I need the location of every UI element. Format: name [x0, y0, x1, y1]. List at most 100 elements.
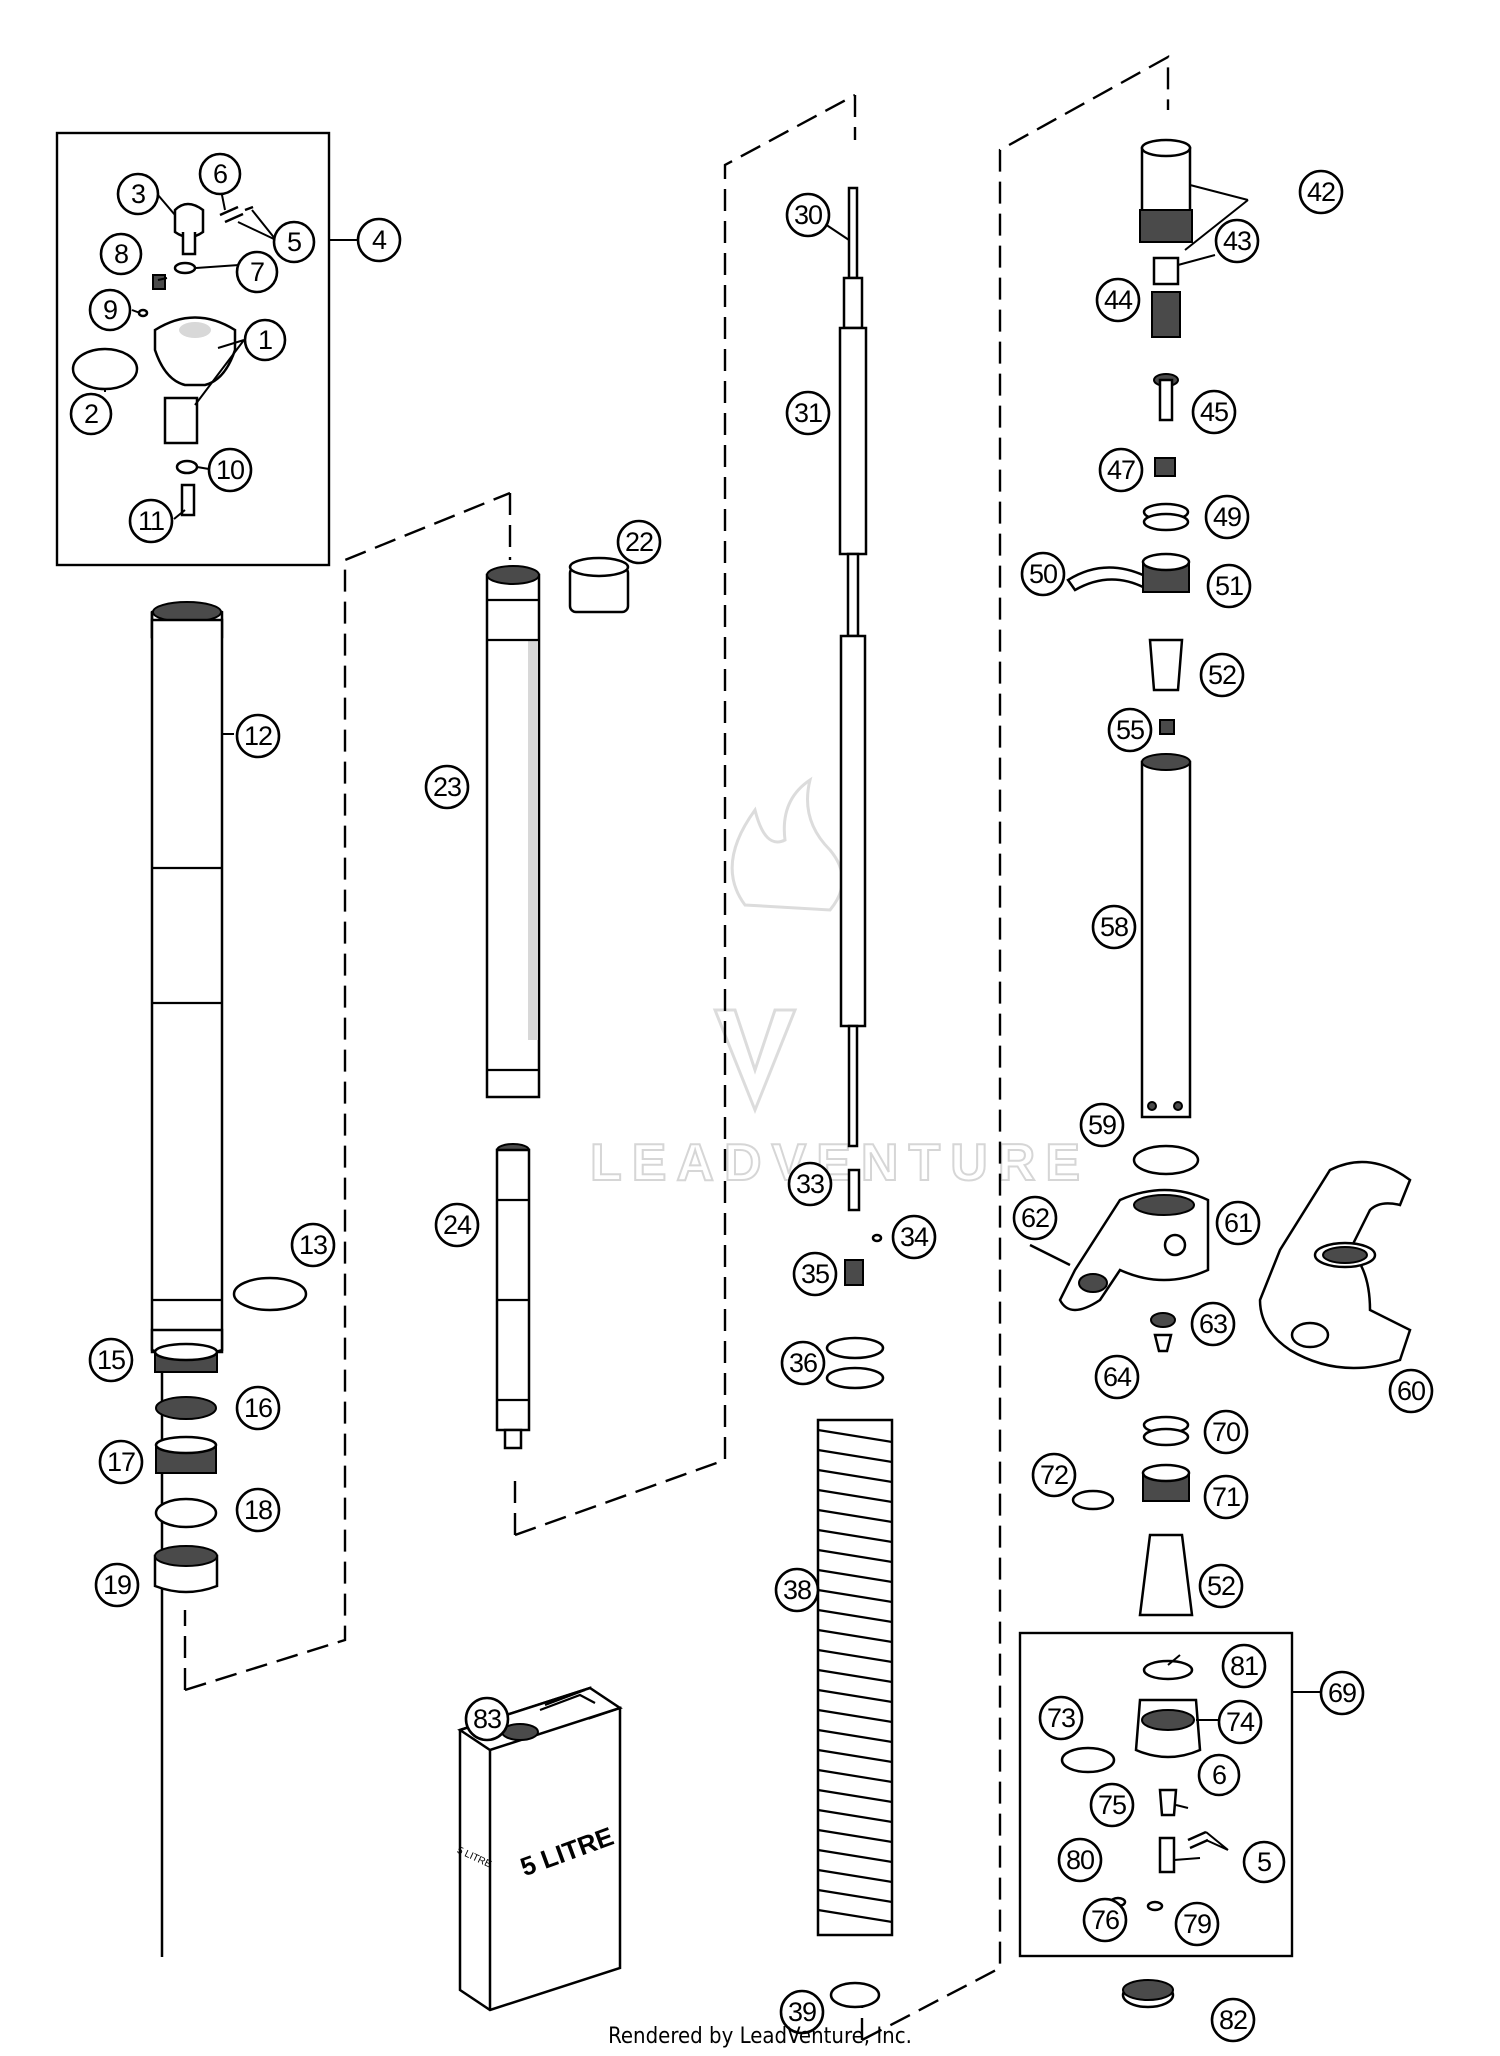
- inner-tube: [485, 565, 541, 1099]
- callout-5a: 5: [272, 220, 316, 264]
- ring-36b: [825, 1366, 885, 1390]
- svg-text:42: 42: [1307, 177, 1335, 207]
- spring-44: [1151, 291, 1181, 338]
- callout-36: 36: [780, 1340, 826, 1386]
- svg-text:8: 8: [114, 239, 128, 269]
- svg-text:6: 6: [1212, 1760, 1226, 1790]
- callout-72: 72: [1031, 1452, 1077, 1498]
- svg-text:74: 74: [1226, 1707, 1255, 1737]
- watermark-text: LEADVENTURE: [590, 1134, 1090, 1192]
- svg-text:33: 33: [796, 1169, 824, 1199]
- ring-72: [1071, 1489, 1115, 1511]
- spring-seat-39: [829, 1981, 881, 2009]
- shim-stack-50a: [1148, 638, 1184, 692]
- svg-text:76: 76: [1091, 1905, 1119, 1935]
- callout-81: 81: [1221, 1643, 1267, 1689]
- svg-text:22: 22: [625, 527, 653, 557]
- callout-47: 47: [1098, 447, 1144, 493]
- svg-text:55: 55: [1116, 715, 1144, 745]
- svg-text:23: 23: [433, 772, 461, 802]
- svg-text:58: 58: [1100, 912, 1128, 942]
- svg-text:44: 44: [1104, 285, 1133, 315]
- svg-text:36: 36: [789, 1348, 817, 1378]
- svg-text:12: 12: [244, 721, 272, 751]
- callout-15: 15: [88, 1337, 134, 1383]
- outer-tube: [150, 601, 224, 1957]
- screw-80: [1158, 1836, 1176, 1874]
- callout-6b: 6: [1197, 1753, 1241, 1797]
- cap-82: [1121, 1979, 1175, 2009]
- callout-16: 16: [235, 1385, 281, 1431]
- svg-text:17: 17: [107, 1447, 135, 1477]
- screw-64: [1153, 1333, 1173, 1353]
- callout-30: 30: [785, 192, 831, 238]
- callout-64: 64: [1094, 1354, 1140, 1400]
- clip-51: [1066, 566, 1156, 592]
- callout-13: 13: [290, 1222, 336, 1268]
- shim-49: [1142, 502, 1190, 532]
- svg-text:9: 9: [103, 295, 117, 325]
- callout-44: 44: [1095, 277, 1141, 323]
- pin-5b: [1187, 1830, 1209, 1850]
- cartridge-tube-58: [1140, 753, 1192, 1119]
- svg-text:72: 72: [1040, 1460, 1068, 1490]
- clip-18: [154, 1497, 218, 1529]
- svg-text:83: 83: [473, 1704, 501, 1734]
- o-ring-73: [1060, 1746, 1116, 1774]
- bolt-62: [1029, 1243, 1071, 1267]
- svg-text:82: 82: [1219, 2005, 1247, 2035]
- o-ring-59: [1132, 1144, 1200, 1176]
- callout-11: 11: [128, 498, 174, 544]
- callout-59: 59: [1079, 1102, 1125, 1148]
- callout-75: 75: [1089, 1782, 1135, 1828]
- leader-lines: [104, 184, 1320, 1861]
- piston-52: [1141, 552, 1191, 593]
- svg-text:10: 10: [216, 455, 244, 485]
- svg-text:52: 52: [1207, 1571, 1235, 1601]
- svg-text:79: 79: [1183, 1909, 1211, 1939]
- callout-55: 55: [1107, 707, 1153, 753]
- callout-34: 34: [891, 1214, 937, 1260]
- needle-45: [1153, 373, 1179, 422]
- callout-33: 33: [787, 1161, 833, 1207]
- callout-63: 63: [1190, 1301, 1236, 1347]
- bushing-22: [568, 556, 630, 614]
- svg-text:81: 81: [1230, 1651, 1258, 1681]
- svg-text:47: 47: [1107, 455, 1135, 485]
- callout-70: 70: [1203, 1409, 1249, 1455]
- nut-43: [1152, 256, 1180, 286]
- callout-82: 82: [1210, 1997, 1256, 2043]
- dust-seal-19: [153, 1545, 219, 1594]
- svg-text:31: 31: [794, 398, 822, 428]
- needle-75: [1158, 1788, 1178, 1817]
- valve-33: [847, 1168, 861, 1212]
- axle-bracket-60: [1258, 1160, 1412, 1370]
- svg-text:80: 80: [1066, 1845, 1094, 1875]
- boundary-outer-tube: [183, 491, 511, 1692]
- callout-50a: 52: [1199, 652, 1245, 698]
- svg-text:30: 30: [794, 200, 822, 230]
- svg-text:45: 45: [1200, 397, 1228, 427]
- svg-text:39: 39: [788, 1997, 816, 2027]
- callout-52: 51: [1206, 563, 1252, 609]
- svg-text:16: 16: [244, 1393, 272, 1423]
- fork-spring-38: [816, 1418, 894, 1937]
- boundary-inner-tube: [508, 93, 856, 1537]
- callout-7: 7: [235, 250, 279, 294]
- callout-31: 31: [785, 390, 831, 436]
- svg-text:35: 35: [801, 1259, 829, 1289]
- callout-38: 38: [774, 1567, 820, 1613]
- callout-51: 50: [1020, 551, 1066, 597]
- svg-text:4: 4: [372, 225, 387, 255]
- screw-63: [1150, 1312, 1176, 1328]
- svg-text:63: 63: [1199, 1309, 1227, 1339]
- svg-text:11: 11: [138, 506, 164, 536]
- nut-47: [1154, 457, 1176, 477]
- callout-17: 17: [98, 1439, 144, 1485]
- svg-text:59: 59: [1088, 1110, 1116, 1140]
- cartridge-top-42: [1139, 138, 1193, 243]
- callout-74: 74: [1217, 1699, 1263, 1745]
- svg-text:64: 64: [1103, 1362, 1132, 1392]
- svg-text:5: 5: [287, 227, 301, 257]
